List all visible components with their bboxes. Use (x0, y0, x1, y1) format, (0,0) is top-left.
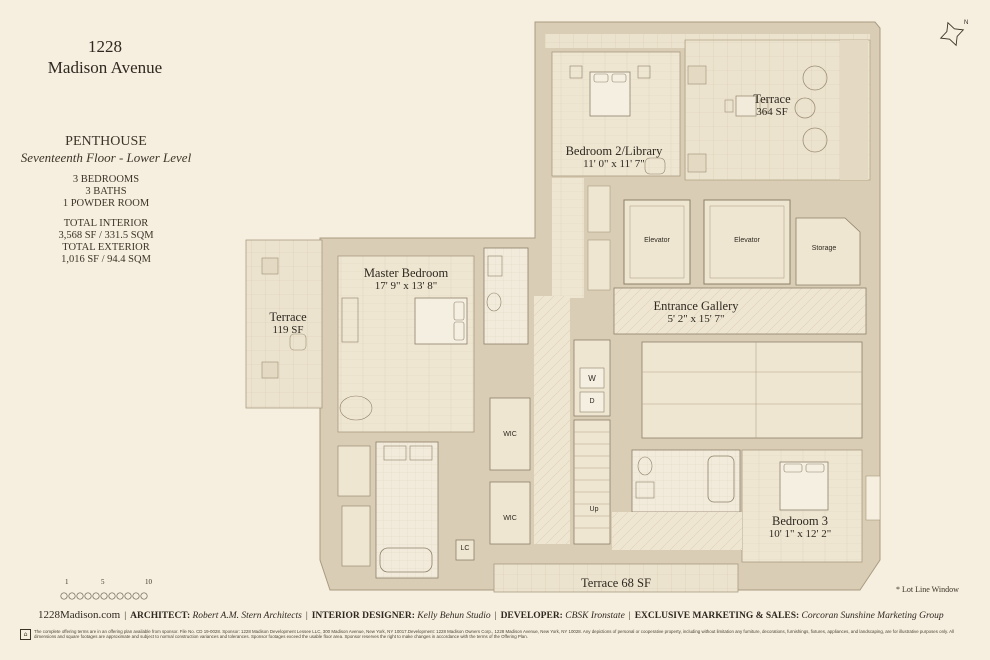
bedroom-3 (741, 449, 881, 563)
wic-2-label: WIC (503, 515, 517, 522)
terrace-top-name: Terrace (753, 92, 791, 106)
building-title: 1228 Madison Avenue (20, 36, 190, 78)
bedroom-3-size: 10' 1" x 12' 2" (768, 528, 832, 540)
stair-up (573, 419, 611, 545)
bedrooms-count: 3 BEDROOMS (72, 174, 140, 185)
designer-name: Kelly Behun Studio (417, 611, 491, 621)
bedroom-2-label: Bedroom 2/Library 11' 0" x 11' 7" (554, 144, 674, 171)
powder-room-count: 1 POWDER ROOM (62, 198, 150, 209)
lot-line-marker: * (896, 585, 900, 594)
entrance-gallery (613, 287, 867, 335)
building-street: Madison Avenue (47, 58, 163, 77)
building-number: 1228 (88, 37, 122, 56)
wic-upper (489, 397, 531, 471)
bedroom-2-library (551, 51, 681, 177)
washer-label: W (588, 374, 596, 383)
bedroom-2-name: Bedroom 2/Library (565, 144, 663, 158)
terrace-top-label: Terrace 364 SF (720, 92, 824, 119)
legal-disclaimer: The complete offering terms are in an of… (34, 629, 954, 640)
interior-label: TOTAL INTERIOR (63, 218, 149, 229)
unit-floor: Seventeenth Floor - Lower Level (20, 150, 192, 165)
scale-label-5: 5 (101, 578, 105, 586)
stair-area (641, 341, 863, 439)
unit-info: PENTHOUSE Seventeenth Floor - Lower Leve… (0, 134, 212, 266)
laundry (573, 339, 611, 417)
bedroom-3-bath (631, 449, 741, 513)
terrace-top-size: 364 SF (756, 106, 788, 118)
elevator-1-label: Elevator (644, 237, 670, 244)
exterior-label: TOTAL EXTERIOR (62, 242, 150, 253)
stair-up-label: Up (589, 506, 599, 513)
terrace-left-name: Terrace (269, 310, 307, 324)
terrace-left-label: Terrace 119 SF (252, 310, 324, 337)
dryer-label: D (589, 398, 595, 405)
terrace-bottom-name: Terrace 68 SF (581, 576, 651, 590)
credits-line: 1228Madison.com|ARCHITECT: Robert A.M. S… (38, 609, 944, 621)
interior-value: 3,568 SF / 331.5 SQM (58, 230, 154, 241)
terrace-top (545, 34, 871, 181)
master-bedroom (337, 255, 475, 433)
terrace-bottom (493, 563, 739, 593)
exterior-value: 1,016 SF / 94.4 SQM (61, 254, 151, 265)
designer-label: INTERIOR DESIGNER: (311, 611, 415, 621)
powder-room (483, 247, 529, 345)
compass-icon (939, 21, 965, 47)
bedroom-3-name: Bedroom 3 (772, 514, 828, 528)
lot-line-note: * Lot Line Window (896, 585, 959, 594)
developer-name: CBSK Ironstate (565, 611, 625, 621)
terrace-bottom-label: Terrace 68 SF (494, 576, 738, 590)
elevator-2-label: Elevator (734, 237, 760, 244)
equal-housing-icon: ⌂ (20, 629, 31, 640)
master-bath (337, 441, 475, 579)
bedroom-2-size: 11' 0" x 11' 7" (583, 158, 645, 170)
master-bedroom-label: Master Bedroom 17' 9" x 13' 8" (344, 266, 468, 293)
unit-name: PENTHOUSE (65, 134, 147, 149)
master-bedroom-name: Master Bedroom (363, 266, 449, 280)
marketing-name: Corcoran Sunshine Marketing Group (801, 611, 944, 621)
bedroom-3-label: Bedroom 3 10' 1" x 12' 2" (752, 514, 848, 541)
master-bedroom-size: 17' 9" x 13' 8" (374, 280, 438, 292)
scale-label-1: 1 (65, 578, 69, 586)
developer-label: DEVELOPER: (500, 611, 563, 621)
entrance-gallery-size: 5' 2" x 15' 7" (667, 313, 725, 325)
wic-1-label: WIC (503, 431, 517, 438)
architect-label: ARCHITECT: (130, 611, 191, 621)
terrace-left (245, 239, 323, 409)
scale-bar (60, 592, 148, 600)
storage-room (795, 217, 861, 286)
terrace-left-size: 119 SF (272, 324, 304, 336)
compass-north-label: N (964, 20, 969, 26)
entrance-gallery-label: Entrance Gallery 5' 2" x 15' 7" (636, 299, 756, 326)
scale-label-10: 10 (145, 578, 152, 586)
elevators (623, 199, 791, 285)
website-link[interactable]: 1228Madison.com (38, 609, 121, 621)
architect-name: Robert A.M. Stern Architects (192, 611, 302, 621)
baths-count: 3 BATHS (85, 186, 127, 197)
linen-closet-label: LC (460, 545, 470, 552)
storage-label: Storage (811, 245, 837, 252)
marketing-label: EXCLUSIVE MARKETING & SALES: (634, 611, 800, 621)
central-hall (534, 296, 570, 544)
lot-line-text: Lot Line Window (902, 585, 959, 594)
wic-lower (489, 481, 531, 545)
entrance-gallery-name: Entrance Gallery (653, 299, 739, 313)
